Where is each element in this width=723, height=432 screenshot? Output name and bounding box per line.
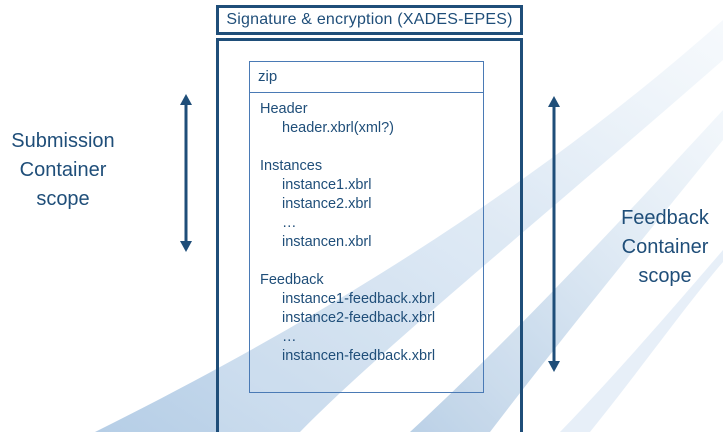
ellipsis-item: … <box>282 215 297 231</box>
group-title: Header <box>260 101 308 117</box>
file-item: instancen.xbrl <box>282 234 372 250</box>
group-header: Header header.xbrl(xml?) <box>260 100 483 138</box>
submission-scope-arrow-icon <box>180 94 192 252</box>
zip-box: zip Header header.xbrl(xml?) Instances i… <box>249 61 484 393</box>
feedback-scope-label: Feedback Container scope <box>606 204 723 291</box>
zip-content: Header header.xbrl(xml?) Instances insta… <box>250 93 483 366</box>
file-item: instance1.xbrl <box>282 177 372 193</box>
group-instances: Instances instance1.xbrl instance2.xbrl … <box>260 157 483 252</box>
scope-line: Container <box>621 236 709 258</box>
zip-label: zip <box>258 68 278 85</box>
scope-line: Container <box>19 159 107 181</box>
scope-line: Feedback <box>621 207 709 229</box>
file-item: instance1-feedback.xbrl <box>282 291 436 307</box>
feedback-scope-arrow-icon <box>548 96 560 372</box>
signature-encryption-box: Signature & encryption (XADES-EPES) <box>216 5 523 35</box>
file-item: header.xbrl(xml?) <box>282 120 395 136</box>
file-item: instance2.xbrl <box>282 196 372 212</box>
scope-line: Submission <box>11 130 115 152</box>
scope-line: scope <box>638 265 692 287</box>
ellipsis-item: … <box>282 329 297 345</box>
signature-encryption-title: Signature & encryption (XADES-EPES) <box>226 11 513 28</box>
submission-container-box <box>216 38 523 432</box>
zip-header: zip <box>250 62 483 93</box>
scope-line: scope <box>36 188 90 210</box>
submission-scope-label: Submission Container scope <box>0 127 126 214</box>
group-title: Feedback <box>260 272 324 288</box>
file-item: instancen-feedback.xbrl <box>282 348 436 364</box>
group-title: Instances <box>260 158 323 174</box>
file-item: instance2-feedback.xbrl <box>282 310 436 326</box>
group-feedback: Feedback instance1-feedback.xbrl instanc… <box>260 271 483 366</box>
